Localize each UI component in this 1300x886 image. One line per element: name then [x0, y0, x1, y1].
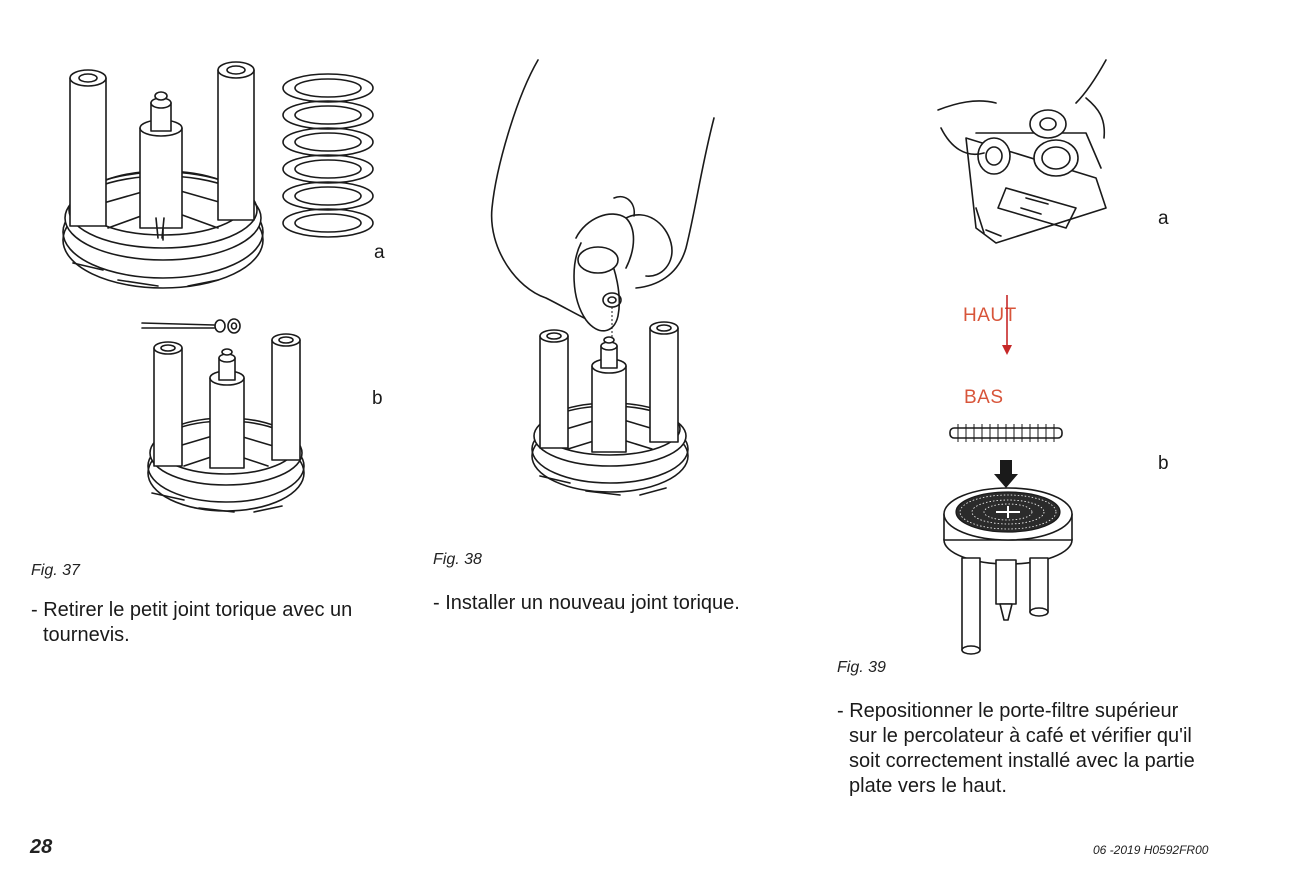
fig37-label: Fig. 37	[31, 562, 80, 579]
fig39-instruction-line-2: sur le percolateur à café et vérifier qu…	[849, 725, 1192, 747]
brew-unit-illustration	[937, 59, 1107, 244]
fig39-instruction: - Repositionner le porte-filtre supérieu…	[837, 699, 1267, 799]
fig39-instruction-line-1: - Repositionner le porte-filtre supérieu…	[837, 700, 1179, 722]
fig38-label: Fig. 38	[433, 551, 482, 568]
screwdriver-illustration	[141, 318, 241, 334]
fig37-instruction-line-1: - Retirer le petit joint torique avec un	[31, 599, 353, 621]
down-arrow-icon	[1002, 295, 1012, 355]
filter-holder-illustration	[62, 61, 264, 289]
upper-filter-holder-illustration	[943, 460, 1073, 655]
fig37-instruction-line-2: tournevis.	[43, 624, 130, 646]
filter-holder-small-illustration	[147, 333, 305, 513]
fig37-sublabel-b: b	[372, 388, 383, 409]
direction-label-top: HAUT	[963, 305, 1017, 326]
fig38-instruction: - Installer un nouveau joint torique.	[433, 591, 813, 616]
oring-illustration	[602, 292, 622, 347]
page-number: 28	[30, 836, 53, 858]
fig39-sublabel-b: b	[1158, 453, 1169, 474]
fig39-label: Fig. 39	[837, 659, 886, 676]
fig39-sublabel-a: a	[1158, 208, 1169, 229]
spring-illustration	[282, 73, 374, 238]
direction-label-bottom: BAS	[964, 387, 1004, 408]
hand-illustration	[490, 59, 715, 332]
document-code: 06 -2019 H0592FR00	[1093, 843, 1209, 857]
fig37-sublabel-a: a	[374, 242, 385, 263]
filter-holder-illustration-38	[531, 321, 689, 496]
fig38-instruction-line-1: - Installer un nouveau joint torique.	[433, 592, 740, 614]
fig39-instruction-line-3: soit correctement installé avec la parti…	[849, 750, 1195, 772]
filter-screen-illustration	[949, 424, 1063, 442]
fig37-instruction: - Retirer le petit joint torique avec un…	[31, 598, 411, 648]
fig39-instruction-line-4: plate vers le haut.	[849, 775, 1007, 797]
